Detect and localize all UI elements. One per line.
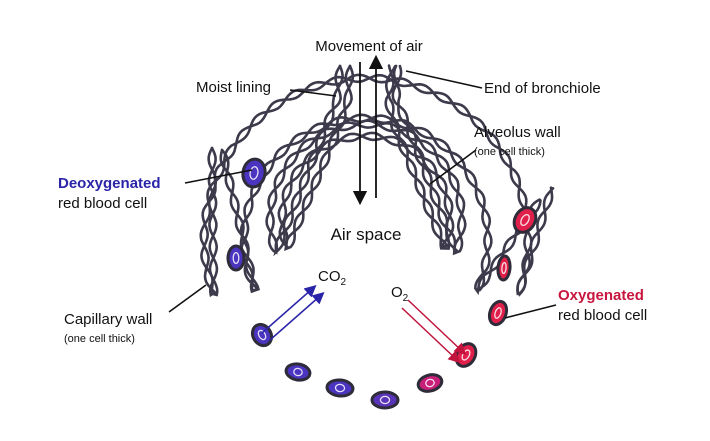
cell-body — [241, 157, 267, 189]
o2-label: O2 — [391, 284, 409, 304]
cell-highlight — [494, 307, 502, 319]
alveolus-wall-note: (one cell thick) — [474, 146, 545, 158]
capillary-wall-label: Capillary wall — [64, 311, 152, 328]
co2-diffusion-arrows — [261, 285, 325, 341]
red-blood-cell — [496, 254, 512, 282]
oxygenated-leader — [504, 304, 557, 319]
bronchiole-leader — [405, 70, 483, 89]
cell-body — [496, 254, 512, 282]
capillary-wall-leader — [168, 284, 207, 313]
co2-arrow-1 — [261, 285, 317, 334]
co2-text: CO — [318, 268, 341, 285]
o2-subscript: 2 — [403, 293, 409, 304]
cell-highlight — [501, 261, 507, 275]
capillary-wall-note: (one cell thick) — [64, 333, 135, 345]
cell-highlight — [379, 395, 391, 405]
tissue-walls — [199, 64, 555, 298]
red-blood-cell — [370, 390, 400, 410]
cell-body — [487, 299, 509, 327]
oxygenated-sub-label: red blood cell — [558, 307, 647, 324]
cell-highlight — [232, 251, 240, 265]
cell-body — [454, 342, 478, 368]
red-blood-cell — [241, 157, 267, 189]
alveolus-wall-leader — [429, 149, 477, 185]
leader-lines — [168, 70, 557, 319]
red-blood-cell — [284, 362, 312, 382]
cell-body — [325, 378, 355, 398]
cell-highlight — [334, 383, 346, 393]
cell-body — [226, 244, 246, 272]
cell-body — [284, 362, 312, 382]
alveolus-wall-strand — [265, 64, 467, 257]
air-space-label: Air space — [331, 225, 402, 244]
cell-highlight — [520, 213, 530, 227]
air-movement-arrows — [352, 54, 384, 206]
end-of-bronchiole-label: End of bronchiole — [484, 80, 601, 97]
co2-label: CO2 — [318, 268, 347, 288]
cell-body — [416, 373, 444, 393]
red-blood-cell — [325, 378, 355, 398]
movement-of-air-label: Movement of air — [315, 38, 423, 55]
cell-body — [370, 390, 400, 410]
capillary-wall-outer-strand — [200, 73, 554, 297]
cell-highlight — [293, 367, 303, 377]
deoxygenated-leader — [184, 169, 253, 184]
deoxygenated-label: Deoxygenated — [58, 175, 161, 192]
co2-subscript: 2 — [341, 277, 347, 288]
red-blood-cell — [512, 206, 538, 234]
o2-diffusion-arrows — [401, 299, 467, 364]
cell-highlight — [425, 378, 435, 388]
red-blood-cell — [226, 244, 246, 272]
o2-arrow-2 — [401, 307, 461, 364]
oxygenated-label: Oxygenated — [558, 287, 644, 304]
capillary-wall-inner-strand — [220, 114, 542, 294]
red-blood-cell — [454, 342, 478, 368]
cell-highlight — [257, 329, 267, 341]
cell-highlight — [249, 166, 259, 180]
deoxygenated-sub-label: red blood cell — [58, 195, 147, 212]
co2-arrow-2 — [269, 292, 325, 341]
cell-body — [512, 206, 538, 234]
moist-lining-label: Moist lining — [196, 79, 271, 96]
alveolus-wall-inner-strand — [277, 64, 455, 252]
red-blood-cell — [487, 299, 509, 327]
o2-text: O — [391, 284, 403, 301]
moist-lining-leader — [289, 89, 337, 97]
alveolus-wall-label: Alveolus wall — [474, 124, 561, 141]
o2-arrow-1 — [407, 299, 467, 356]
red-blood-cell — [416, 373, 444, 393]
